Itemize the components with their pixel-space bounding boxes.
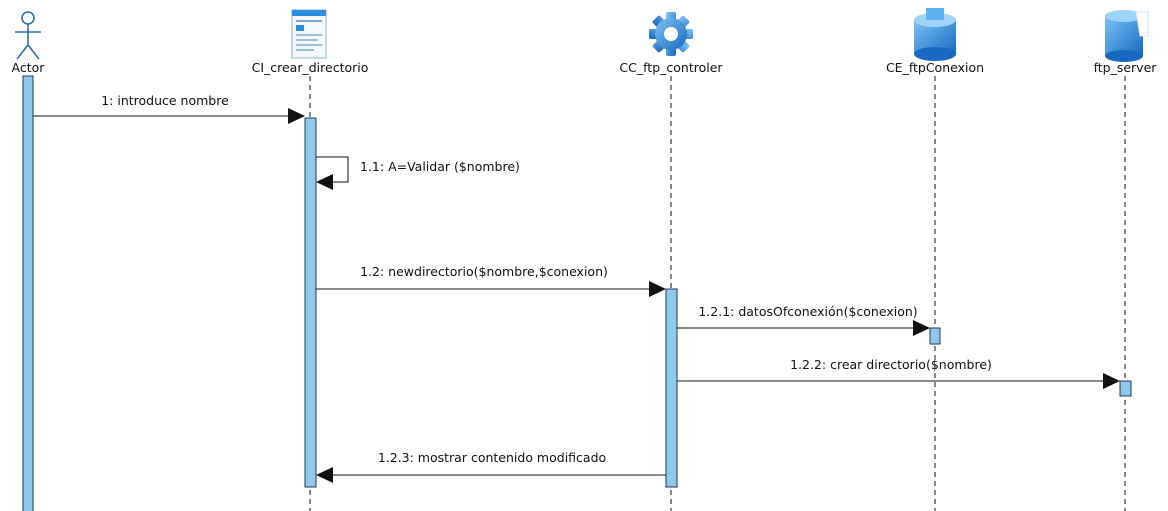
message-1-2-2	[677, 373, 1120, 389]
activation-actor	[22, 75, 34, 511]
lifeline-label-ci: CI_crear_directorio	[252, 60, 369, 75]
entity-cylinder-icon	[914, 8, 956, 61]
message-1-1-self-call	[316, 156, 349, 190]
message-1	[33, 108, 305, 124]
message-label-1-2-3: 1.2.3: mostrar contenido modificado	[378, 450, 606, 465]
message-label-1-1: 1.1: A=Validar ($nombre)	[360, 159, 520, 174]
lifeline-label-cc: CC_ftp_controler	[619, 60, 723, 75]
message-label-1-2-1: 1.2.1: datosOfconexión($conexion)	[698, 304, 917, 319]
lifeline-label-ftp: ftp_server	[1094, 60, 1158, 75]
activation-cc	[665, 288, 678, 488]
message-label-1: 1: introduce nombre	[101, 93, 229, 108]
gear-control-icon	[649, 12, 693, 56]
activation-ce	[929, 327, 941, 345]
message-label-1-2-2: 1.2.2: crear directorio($nombre)	[790, 357, 992, 372]
lifeline-label-ce: CE_ftpConexion	[886, 60, 984, 75]
message-1-2	[316, 281, 666, 297]
form-interface-icon	[291, 9, 327, 59]
message-1-2-1	[677, 320, 930, 336]
activation-ci	[304, 117, 317, 488]
message-1-2-3	[316, 467, 666, 483]
lifeline-label-actor: Actor	[12, 60, 46, 75]
server-entity-icon	[1105, 10, 1149, 62]
stick-figure-actor-icon	[15, 11, 41, 60]
message-label-1-2: 1.2: newdirectorio($nombre,$conexion)	[360, 264, 608, 279]
activation-ftp	[1119, 380, 1132, 397]
